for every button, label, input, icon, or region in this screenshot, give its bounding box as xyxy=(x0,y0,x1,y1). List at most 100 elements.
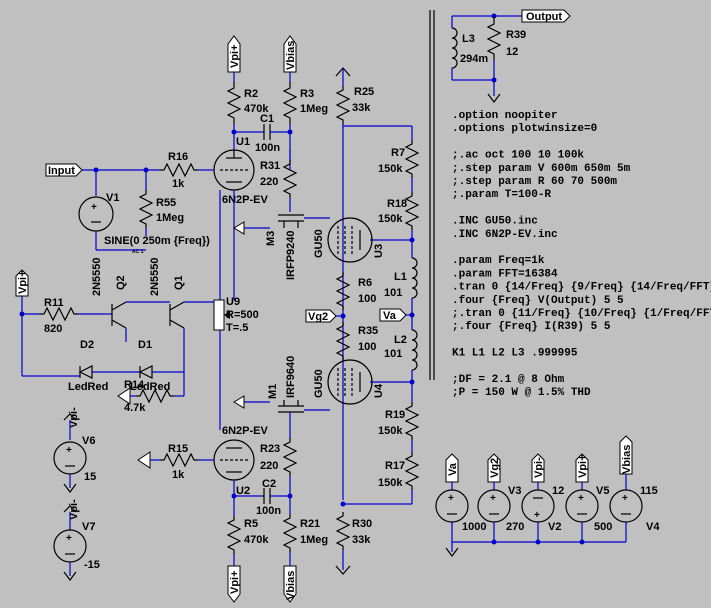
port-vg2-mid[interactable]: Vg2 xyxy=(305,309,337,323)
resistor-r5[interactable] xyxy=(226,516,242,554)
l2-value: 101 xyxy=(384,348,402,360)
l1-label: L1 xyxy=(394,271,407,283)
resistor-r16[interactable] xyxy=(160,162,198,178)
port-input[interactable]: Input xyxy=(45,163,83,177)
source-v5[interactable]: + xyxy=(565,489,599,523)
mosfet-m1[interactable] xyxy=(278,400,304,413)
u4-label: U4 xyxy=(373,383,385,398)
v1-label: V1 xyxy=(106,192,119,204)
r3-value: 1Meg xyxy=(300,103,328,115)
svg-text:Vpi+: Vpi+ xyxy=(17,270,29,294)
svg-text:Vpi-: Vpi- xyxy=(533,457,545,478)
l3-label: L3 xyxy=(462,33,475,45)
r25-label: R25 xyxy=(354,86,374,98)
transistor-q2[interactable] xyxy=(111,301,127,329)
r7-value: 150k xyxy=(378,163,403,175)
r5-label: R5 xyxy=(244,518,258,530)
inductor-l3[interactable] xyxy=(451,27,458,69)
svg-text:+: + xyxy=(578,493,584,504)
v1-value: SINE(0 250m {Freq}) xyxy=(104,235,210,247)
led-d1[interactable] xyxy=(138,365,153,379)
v4-label: V4 xyxy=(646,521,660,533)
v5-value: 500 xyxy=(594,521,612,533)
pentode-u3[interactable] xyxy=(327,217,373,263)
port-vpi-plus-supply[interactable]: Vpi+ xyxy=(575,453,589,483)
resistor-r11[interactable] xyxy=(40,306,78,322)
r55-label: R55 xyxy=(156,197,176,209)
r3-label: R3 xyxy=(300,88,314,100)
resistor-r19[interactable] xyxy=(404,402,420,440)
d1-label: D1 xyxy=(138,339,152,351)
port-output[interactable]: Output xyxy=(521,9,571,23)
directive-line: .INC GU50.inc xyxy=(452,216,538,228)
port-vpi-plus-left[interactable]: Vpi+ xyxy=(15,269,29,297)
source-v2[interactable]: + xyxy=(521,489,555,523)
port-vpi-minus-supply[interactable]: Vpi- xyxy=(531,453,545,483)
v7-label: V7 xyxy=(82,521,95,533)
m1-type: IRF9640 xyxy=(285,356,297,398)
c2-label: C2 xyxy=(262,478,276,490)
r19-label: R19 xyxy=(385,409,405,421)
resistor-r23[interactable] xyxy=(282,438,298,476)
port-vpi-plus-top[interactable]: Vpi+ xyxy=(227,35,241,73)
port-vbias-bottom[interactable]: Vbias xyxy=(283,565,297,603)
resistor-r31[interactable] xyxy=(282,160,298,198)
resistor-r35[interactable] xyxy=(335,322,351,360)
r35-value: 100 xyxy=(358,341,376,353)
mosfet-m3[interactable] xyxy=(278,214,304,228)
svg-text:Va: Va xyxy=(447,462,459,476)
port-va-mid[interactable]: Va xyxy=(379,308,407,322)
resistor-r2[interactable] xyxy=(226,82,242,124)
led-d2[interactable] xyxy=(78,365,93,379)
potentiometer-u9[interactable] xyxy=(213,299,230,331)
source-v3[interactable]: + xyxy=(477,489,511,523)
resistor-r17[interactable] xyxy=(404,452,420,490)
triode-u1[interactable] xyxy=(213,149,255,191)
r25-value: 33k xyxy=(352,102,371,114)
resistor-r7[interactable] xyxy=(404,140,420,178)
u1-label: U1 xyxy=(236,136,250,148)
resistor-r18[interactable] xyxy=(404,192,420,230)
v6-value: 15 xyxy=(84,471,96,483)
resistor-r15[interactable] xyxy=(160,452,198,468)
transistor-q1[interactable] xyxy=(169,301,185,329)
port-vg2-supply[interactable]: Vg2 xyxy=(487,453,501,483)
source-v7[interactable]: + xyxy=(53,529,87,563)
port-arrow-top xyxy=(335,67,351,86)
d2-label: D2 xyxy=(80,339,94,351)
inductor-l2[interactable] xyxy=(411,329,418,371)
r35-label: R35 xyxy=(358,325,378,337)
resistor-r6[interactable] xyxy=(335,272,351,310)
u9-value: R=500 xyxy=(226,309,259,321)
port-vpi-plus-bottom[interactable]: Vpi+ xyxy=(227,565,241,603)
r14-label: R14 xyxy=(124,379,145,391)
svg-text:Vg2: Vg2 xyxy=(308,311,328,323)
port-vbias-supply[interactable]: Vbias xyxy=(619,435,633,475)
inductor-l1[interactable] xyxy=(411,257,418,299)
resistor-r30[interactable] xyxy=(335,512,351,550)
resistor-r55[interactable] xyxy=(138,190,154,228)
svg-text:+: + xyxy=(490,493,496,504)
svg-text:Vbias: Vbias xyxy=(285,41,297,70)
m1-label: M1 xyxy=(267,384,279,399)
resistor-r3[interactable] xyxy=(282,82,298,124)
svg-text:+: + xyxy=(622,493,628,504)
svg-text:+: + xyxy=(448,493,454,504)
r31-label: R31 xyxy=(260,160,280,172)
resistor-r14[interactable] xyxy=(136,388,174,404)
r31-value: 220 xyxy=(260,176,278,188)
resistor-r25[interactable] xyxy=(335,86,351,124)
source-v4[interactable]: + xyxy=(609,489,643,523)
port-vbias-top[interactable]: Vbias xyxy=(283,35,297,73)
resistor-r39[interactable] xyxy=(486,16,502,60)
pentode-u4[interactable] xyxy=(327,359,373,405)
resistor-r21[interactable] xyxy=(282,514,298,552)
port-va-supply[interactable]: Va xyxy=(445,453,459,483)
v3-value: 270 xyxy=(506,521,524,533)
va-src-value: 1000 xyxy=(462,521,486,533)
triode-u2[interactable] xyxy=(213,439,255,481)
r14-value: 4.7k xyxy=(124,402,146,414)
u3-label: U3 xyxy=(373,244,385,258)
source-va[interactable]: + xyxy=(435,489,469,523)
v5-label: V5 xyxy=(596,485,609,497)
